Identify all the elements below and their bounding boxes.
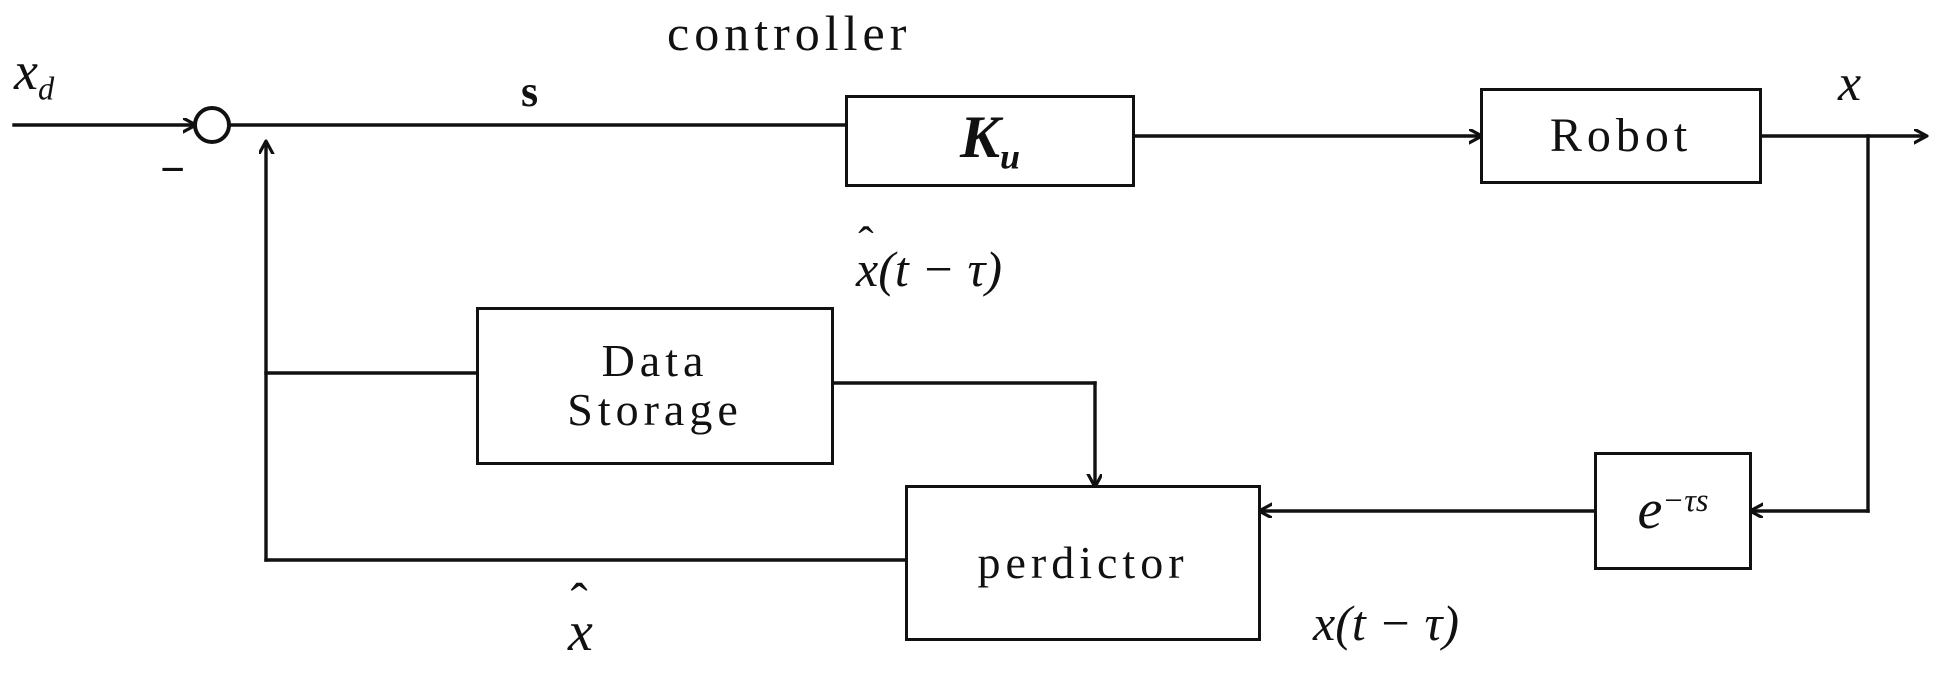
controller-caption: controller [667, 5, 912, 61]
delayed-estimate-base: x [856, 241, 879, 297]
block-predictor[interactable]: perdictor [905, 485, 1261, 641]
label-reference-base: x [14, 41, 38, 101]
label-error-signal: s [521, 67, 539, 116]
label-output-signal: x [1838, 55, 1862, 112]
block-time-delay[interactable]: e−τs [1594, 452, 1752, 570]
delay-symbol-base: e [1637, 479, 1663, 542]
data-storage-line-2: Storage [567, 384, 743, 435]
estimate-base: x [568, 601, 593, 663]
label-reference-signal: xd [14, 44, 54, 106]
delay-symbol: e−τs [1637, 481, 1708, 540]
label-reference-subscript: d [37, 71, 55, 108]
delayed-estimate-rest: (t − τ) [878, 241, 1003, 297]
controller-symbol: Ku [959, 104, 1021, 177]
block-controller[interactable]: Ku [845, 95, 1135, 187]
delay-symbol-exponent: −τs [1662, 483, 1709, 520]
hat-accent-1: ˆ [858, 217, 874, 269]
block-data-storage[interactable]: Data Storage [476, 307, 834, 465]
controller-symbol-base: K [959, 104, 1000, 171]
summing-junction [193, 106, 231, 144]
block-robot[interactable]: Robot [1480, 88, 1762, 184]
controller-symbol-subscript: u [1000, 136, 1021, 177]
delayed-output-rest: (t − τ) [1335, 595, 1460, 651]
sum-minus-sign: − [160, 145, 186, 194]
predictor-label: perdictor [977, 536, 1189, 588]
delayed-output-base: x [1313, 595, 1336, 651]
robot-label: Robot [1549, 108, 1693, 162]
hat-accent-2: ˆ [570, 574, 588, 632]
data-storage-line-1: Data [601, 335, 709, 387]
label-delayed-output: x(t − τ) [1313, 598, 1459, 648]
